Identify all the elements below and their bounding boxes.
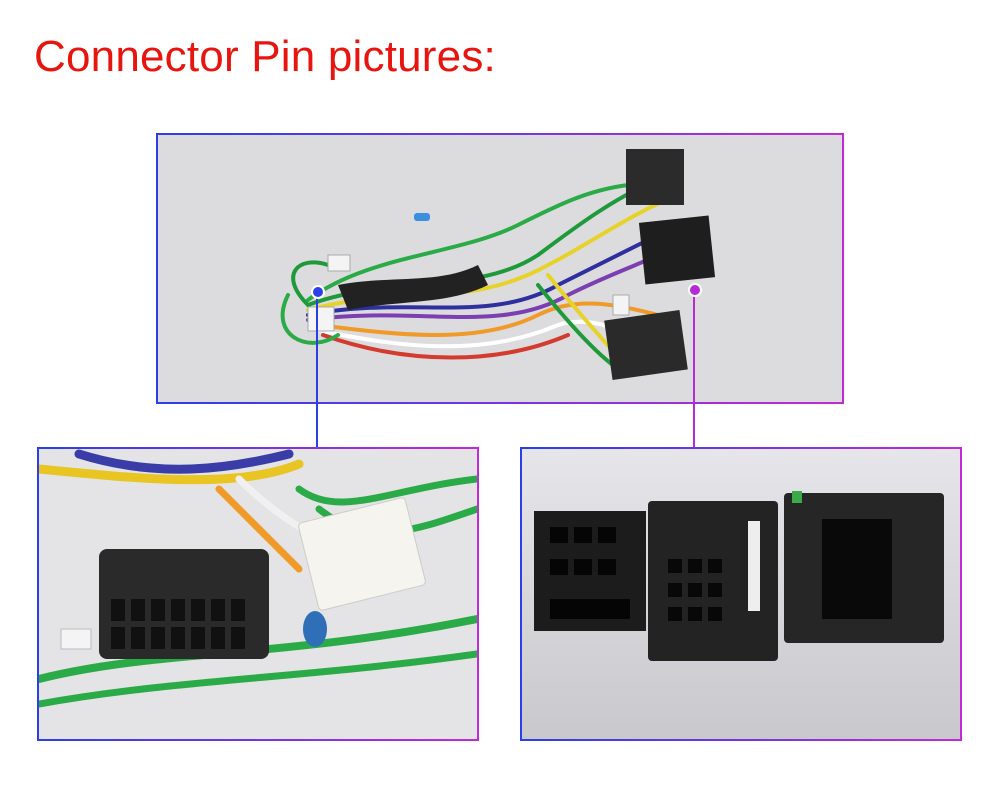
right-callout-dot	[688, 283, 702, 297]
right-connector-closeup-photo	[520, 447, 962, 741]
right-closeup-illustration	[534, 491, 944, 661]
left-connector-closeup-photo	[37, 447, 479, 741]
page-title: Connector Pin pictures:	[34, 32, 496, 81]
left-closeup-illustration	[39, 449, 477, 708]
harness-overview-photo	[156, 133, 844, 404]
harness-illustration	[280, 149, 716, 380]
left-callout-line	[316, 292, 318, 447]
right-callout-line	[693, 290, 695, 447]
left-callout-dot	[311, 285, 325, 299]
